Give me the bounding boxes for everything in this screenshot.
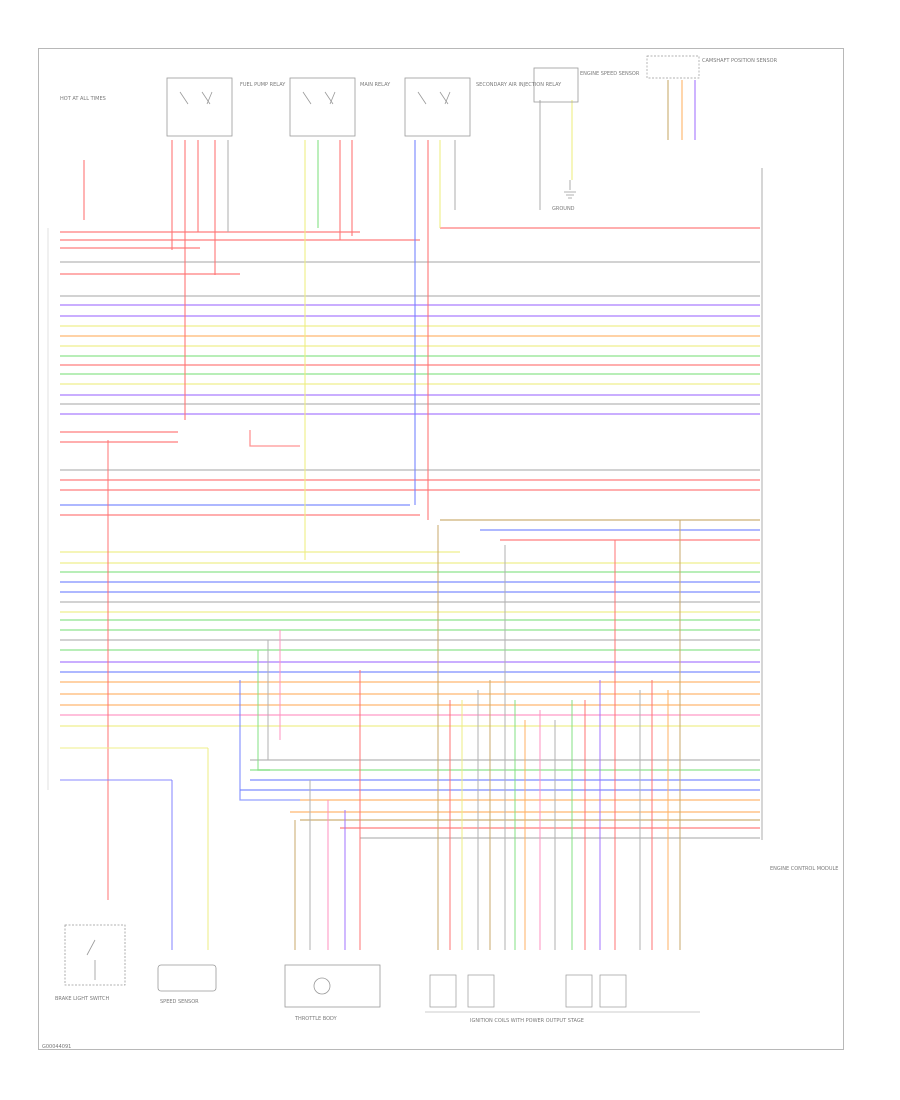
coil-4 — [599, 974, 627, 1008]
relay-b-box — [289, 77, 356, 137]
brake-switch-contact — [86, 939, 96, 980]
transmission-sensor-box — [157, 964, 217, 992]
ecm-label: ENGINE CONTROL MODULE — [770, 866, 838, 872]
throttle-body-label: THROTTLE BODY — [294, 1016, 338, 1022]
diagram-frame — [38, 48, 844, 1050]
brake-switch-label: BRAKE LIGHT SWITCH — [55, 996, 110, 1002]
sensor-top-right-label: ENGINE SPEED SENSOR — [580, 71, 640, 77]
coil-1 — [429, 974, 457, 1008]
ground-label: GROUND — [552, 206, 575, 212]
relay-c-switch — [417, 91, 451, 105]
ground-symbol — [564, 180, 576, 199]
relay-a-label: FUEL PUMP RELAY — [240, 82, 286, 88]
footer-code: G00044091 — [42, 1044, 72, 1050]
bend-2 — [257, 650, 270, 771]
hot-at-all-times-label: HOT AT ALL TIMES — [60, 96, 106, 102]
transmission-sensor-label: SPEED SENSOR — [160, 999, 199, 1005]
relay-b-label: MAIN RELAY — [360, 82, 391, 88]
bend-1 — [239, 680, 300, 801]
label-layer: HOT AT ALL TIMES FUEL PUMP RELAY MAIN RE… — [55, 58, 838, 1024]
camshaft-sensor-label: CAMSHAFT POSITION SENSOR — [702, 58, 778, 64]
camshaft-sensor-box — [646, 55, 700, 79]
relay-a-switch — [179, 91, 213, 105]
coil-2 — [467, 974, 495, 1008]
brake-switch-box — [64, 924, 126, 986]
bend-5 — [249, 430, 300, 447]
coil-3 — [565, 974, 593, 1008]
relay-a-box — [166, 77, 233, 137]
throttle-motor — [313, 977, 331, 995]
relay-c-box — [404, 77, 471, 137]
wire-layer — [60, 80, 760, 950]
ignition-coils-label: IGNITION COILS WITH POWER OUTPUT STAGE — [470, 1018, 584, 1024]
relay-b-switch — [302, 91, 336, 105]
component-layer — [47, 55, 763, 1013]
relay-c-label: SECONDARY AIR INJECTION RELAY — [476, 82, 562, 88]
sensor-top-right-box — [533, 67, 579, 103]
throttle-body-box — [284, 964, 381, 1008]
